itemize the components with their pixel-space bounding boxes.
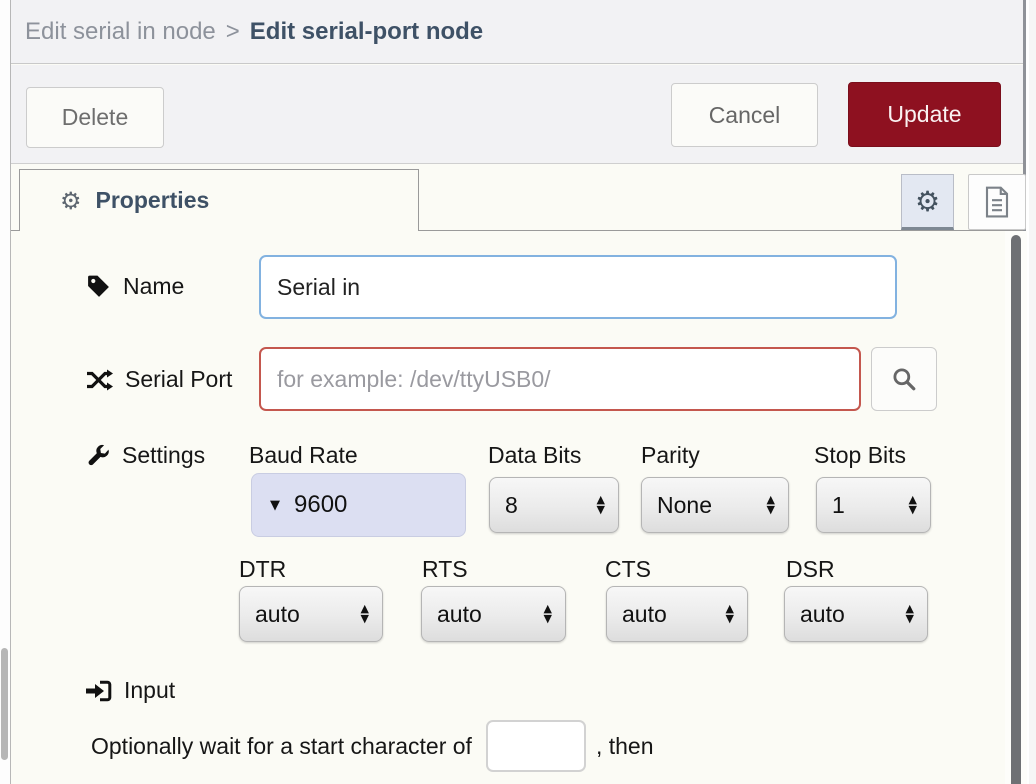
cts-value: auto — [622, 600, 667, 627]
dtr-header: DTR — [239, 556, 287, 582]
data-bits-header: Data Bits — [488, 442, 582, 468]
cancel-button[interactable]: Cancel — [671, 83, 818, 147]
name-label: Name — [123, 273, 185, 299]
spinner-arrows-icon: ▲▼ — [766, 493, 775, 516]
serial-port-label: Serial Port — [125, 366, 233, 392]
node-description-button[interactable] — [968, 174, 1026, 230]
tab-properties-label: Properties — [95, 187, 210, 213]
breadcrumb: Edit serial in node > Edit serial-port n… — [11, 0, 1023, 64]
tab-bar-divider — [11, 230, 1023, 231]
right-scrollbar-thumb[interactable] — [1011, 235, 1021, 784]
stop-bits-header: Stop Bits — [814, 442, 907, 468]
rts-select[interactable]: auto ▲▼ — [421, 586, 566, 642]
update-button[interactable]: Update — [848, 82, 1001, 147]
stop-bits-value: 1 — [832, 491, 845, 518]
spinner-arrows-icon: ▲▼ — [543, 602, 552, 625]
properties-form: Name Serial Port Settings — [11, 231, 1027, 784]
baud-rate-header: Baud Rate — [249, 442, 358, 468]
dsr-header: DSR — [786, 556, 835, 582]
edit-node-tray: Edit serial in node > Edit serial-port n… — [10, 0, 1027, 784]
search-icon — [893, 368, 916, 391]
start-character-text: Optionally wait for a start character of — [91, 732, 472, 759]
serial-port-field-label: Serial Port — [86, 366, 232, 393]
dtr-value: auto — [255, 600, 300, 627]
dsr-select[interactable]: auto ▲▼ — [784, 586, 928, 642]
baud-rate-value: 9600 — [294, 491, 348, 518]
sign-in-icon — [86, 680, 112, 701]
breadcrumb-parent: Edit serial in node — [25, 17, 216, 45]
tab-properties[interactable]: ⚙ Properties — [19, 169, 419, 231]
serial-port-search-button[interactable] — [871, 347, 937, 411]
cts-header: CTS — [605, 556, 651, 582]
breadcrumb-current: Edit serial-port node — [249, 17, 484, 45]
caret-down-icon: ▼ — [270, 497, 280, 513]
data-bits-value: 8 — [505, 491, 518, 518]
left-scrollbar-thumb[interactable] — [1, 648, 8, 760]
tray-right-edge — [1029, 0, 1036, 784]
rts-value: auto — [437, 600, 482, 627]
dialog-button-bar: Delete Cancel Update — [11, 65, 1023, 164]
document-icon — [985, 186, 1009, 218]
data-bits-select[interactable]: 8 ▲▼ — [489, 477, 619, 533]
spinner-arrows-icon: ▲▼ — [596, 493, 605, 516]
dtr-select[interactable]: auto ▲▼ — [239, 586, 383, 642]
baud-rate-dropdown[interactable]: ▼ 9600 — [251, 473, 466, 537]
start-character-row: Optionally wait for a start character of… — [91, 719, 653, 773]
name-input[interactable] — [259, 255, 897, 319]
spinner-arrows-icon: ▲▼ — [905, 602, 914, 625]
stop-bits-select[interactable]: 1 ▲▼ — [816, 477, 931, 533]
parity-value: None — [657, 491, 712, 518]
parity-header: Parity — [641, 442, 700, 468]
cts-select[interactable]: auto ▲▼ — [606, 586, 748, 642]
start-character-text-after: , then — [595, 732, 654, 759]
input-label: Input — [124, 677, 176, 703]
settings-field-label: Settings — [86, 442, 205, 469]
spinner-arrows-icon: ▲▼ — [725, 602, 734, 625]
input-section-label: Input — [86, 677, 175, 704]
spinner-arrows-icon: ▲▼ — [908, 493, 917, 516]
tag-icon — [88, 275, 109, 297]
rts-header: RTS — [422, 556, 468, 582]
delete-button[interactable]: Delete — [26, 87, 164, 148]
settings-label: Settings — [122, 442, 206, 468]
wrench-icon — [88, 444, 109, 465]
breadcrumb-separator: > — [225, 17, 240, 45]
dsr-value: auto — [800, 600, 845, 627]
shuffle-icon — [87, 369, 113, 390]
spinner-arrows-icon: ▲▼ — [360, 602, 369, 625]
parity-select[interactable]: None ▲▼ — [641, 477, 789, 533]
serial-port-input[interactable] — [259, 347, 861, 411]
window-left-strip — [0, 0, 10, 784]
name-field-label: Name — [86, 273, 184, 300]
node-settings-button[interactable]: ⚙ — [901, 174, 954, 230]
start-character-input[interactable] — [485, 720, 586, 772]
editor-tab-bar: ⚙ Properties ⚙ — [11, 165, 1026, 231]
gear-icon: ⚙ — [60, 186, 82, 215]
gear-icon: ⚙ — [914, 184, 941, 218]
